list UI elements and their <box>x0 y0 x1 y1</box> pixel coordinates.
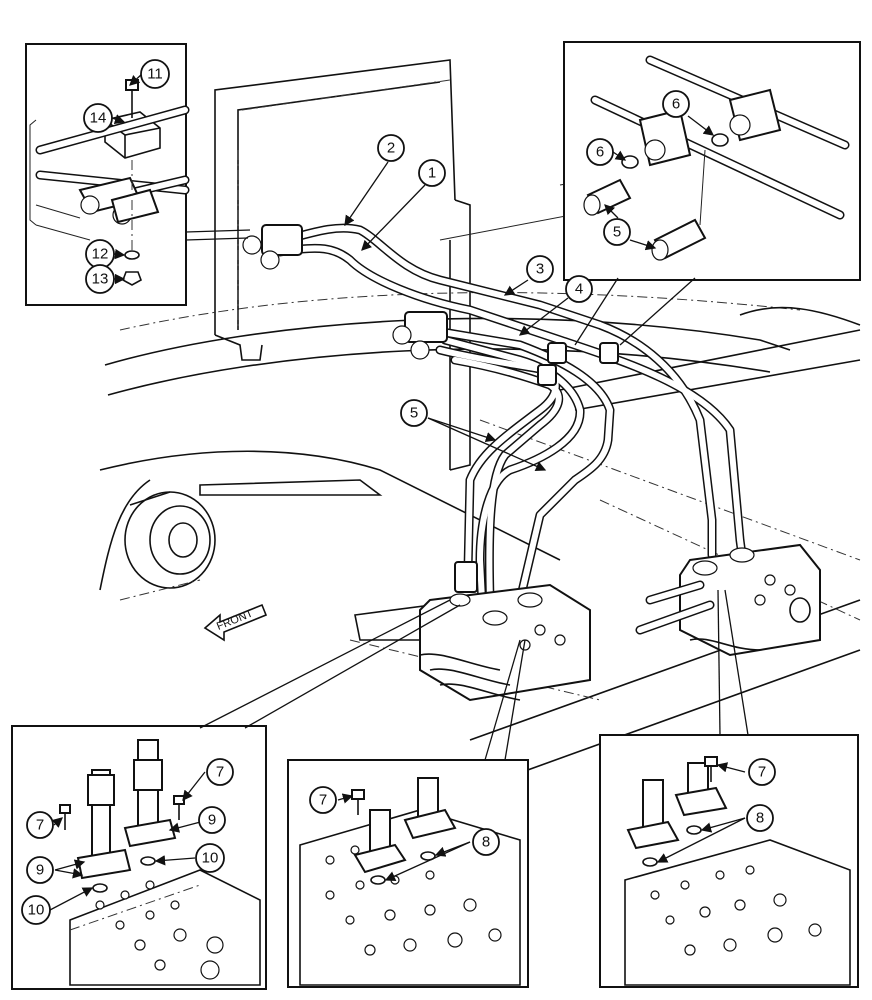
callout-6b: 6 <box>662 90 690 118</box>
inset-tee-fitting <box>563 41 861 281</box>
callout-7d-label: 7 <box>758 764 766 781</box>
callout-2-label: 2 <box>387 140 395 157</box>
callout-10a-label: 10 <box>202 850 219 867</box>
callout-7d: 7 <box>748 758 776 786</box>
callout-7a-label: 7 <box>216 764 224 781</box>
callout-6a-label: 6 <box>596 144 604 161</box>
callout-5-main-label: 5 <box>410 405 418 422</box>
hydraulic-tubes <box>242 223 747 605</box>
callout-4-label: 4 <box>575 281 583 298</box>
callout-7a: 7 <box>206 758 234 786</box>
callout-10a: 10 <box>195 843 225 873</box>
callout-5-main: 5 <box>400 399 428 427</box>
callout-14-label: 14 <box>90 110 107 127</box>
callout-12: 12 <box>85 239 115 269</box>
callout-10b-label: 10 <box>28 902 45 919</box>
callout-1: 1 <box>418 159 446 187</box>
callout-9a: 9 <box>198 806 226 834</box>
callout-9b-label: 9 <box>36 862 44 879</box>
callout-1-label: 1 <box>428 165 436 182</box>
front-direction-arrow: FRONT <box>203 603 268 642</box>
control-valve-right <box>635 543 821 657</box>
callout-leaders <box>49 73 746 911</box>
inset-connectors <box>185 229 749 761</box>
callout-6a: 6 <box>586 138 614 166</box>
inset-valve-right <box>599 734 859 988</box>
callout-7c: 7 <box>309 786 337 814</box>
callout-5-inset: 5 <box>603 218 631 246</box>
callout-9b: 9 <box>26 856 54 884</box>
callout-14: 14 <box>83 103 113 133</box>
callout-9a-label: 9 <box>208 812 216 829</box>
callout-8a-label: 8 <box>482 834 490 851</box>
control-valve-left <box>419 583 591 702</box>
callout-6b-label: 6 <box>672 96 680 113</box>
callout-11: 11 <box>140 59 170 89</box>
callout-13-label: 13 <box>92 271 109 288</box>
machine-frame <box>99 59 861 781</box>
callout-13: 13 <box>85 264 115 294</box>
callout-5-inset-label: 5 <box>613 224 621 241</box>
callout-7b: 7 <box>26 811 54 839</box>
callout-7b-label: 7 <box>36 817 44 834</box>
callout-8b: 8 <box>746 804 774 832</box>
callout-4: 4 <box>565 275 593 303</box>
callout-12-label: 12 <box>92 246 109 263</box>
callout-10b: 10 <box>21 895 51 925</box>
callout-8a: 8 <box>472 828 500 856</box>
callout-11-label: 11 <box>147 66 163 83</box>
callout-2: 2 <box>377 134 405 162</box>
callout-8b-label: 8 <box>756 810 764 827</box>
front-label: FRONT <box>215 607 255 632</box>
callout-3-label: 3 <box>536 261 544 278</box>
callout-3: 3 <box>526 255 554 283</box>
callout-7c-label: 7 <box>319 792 327 809</box>
